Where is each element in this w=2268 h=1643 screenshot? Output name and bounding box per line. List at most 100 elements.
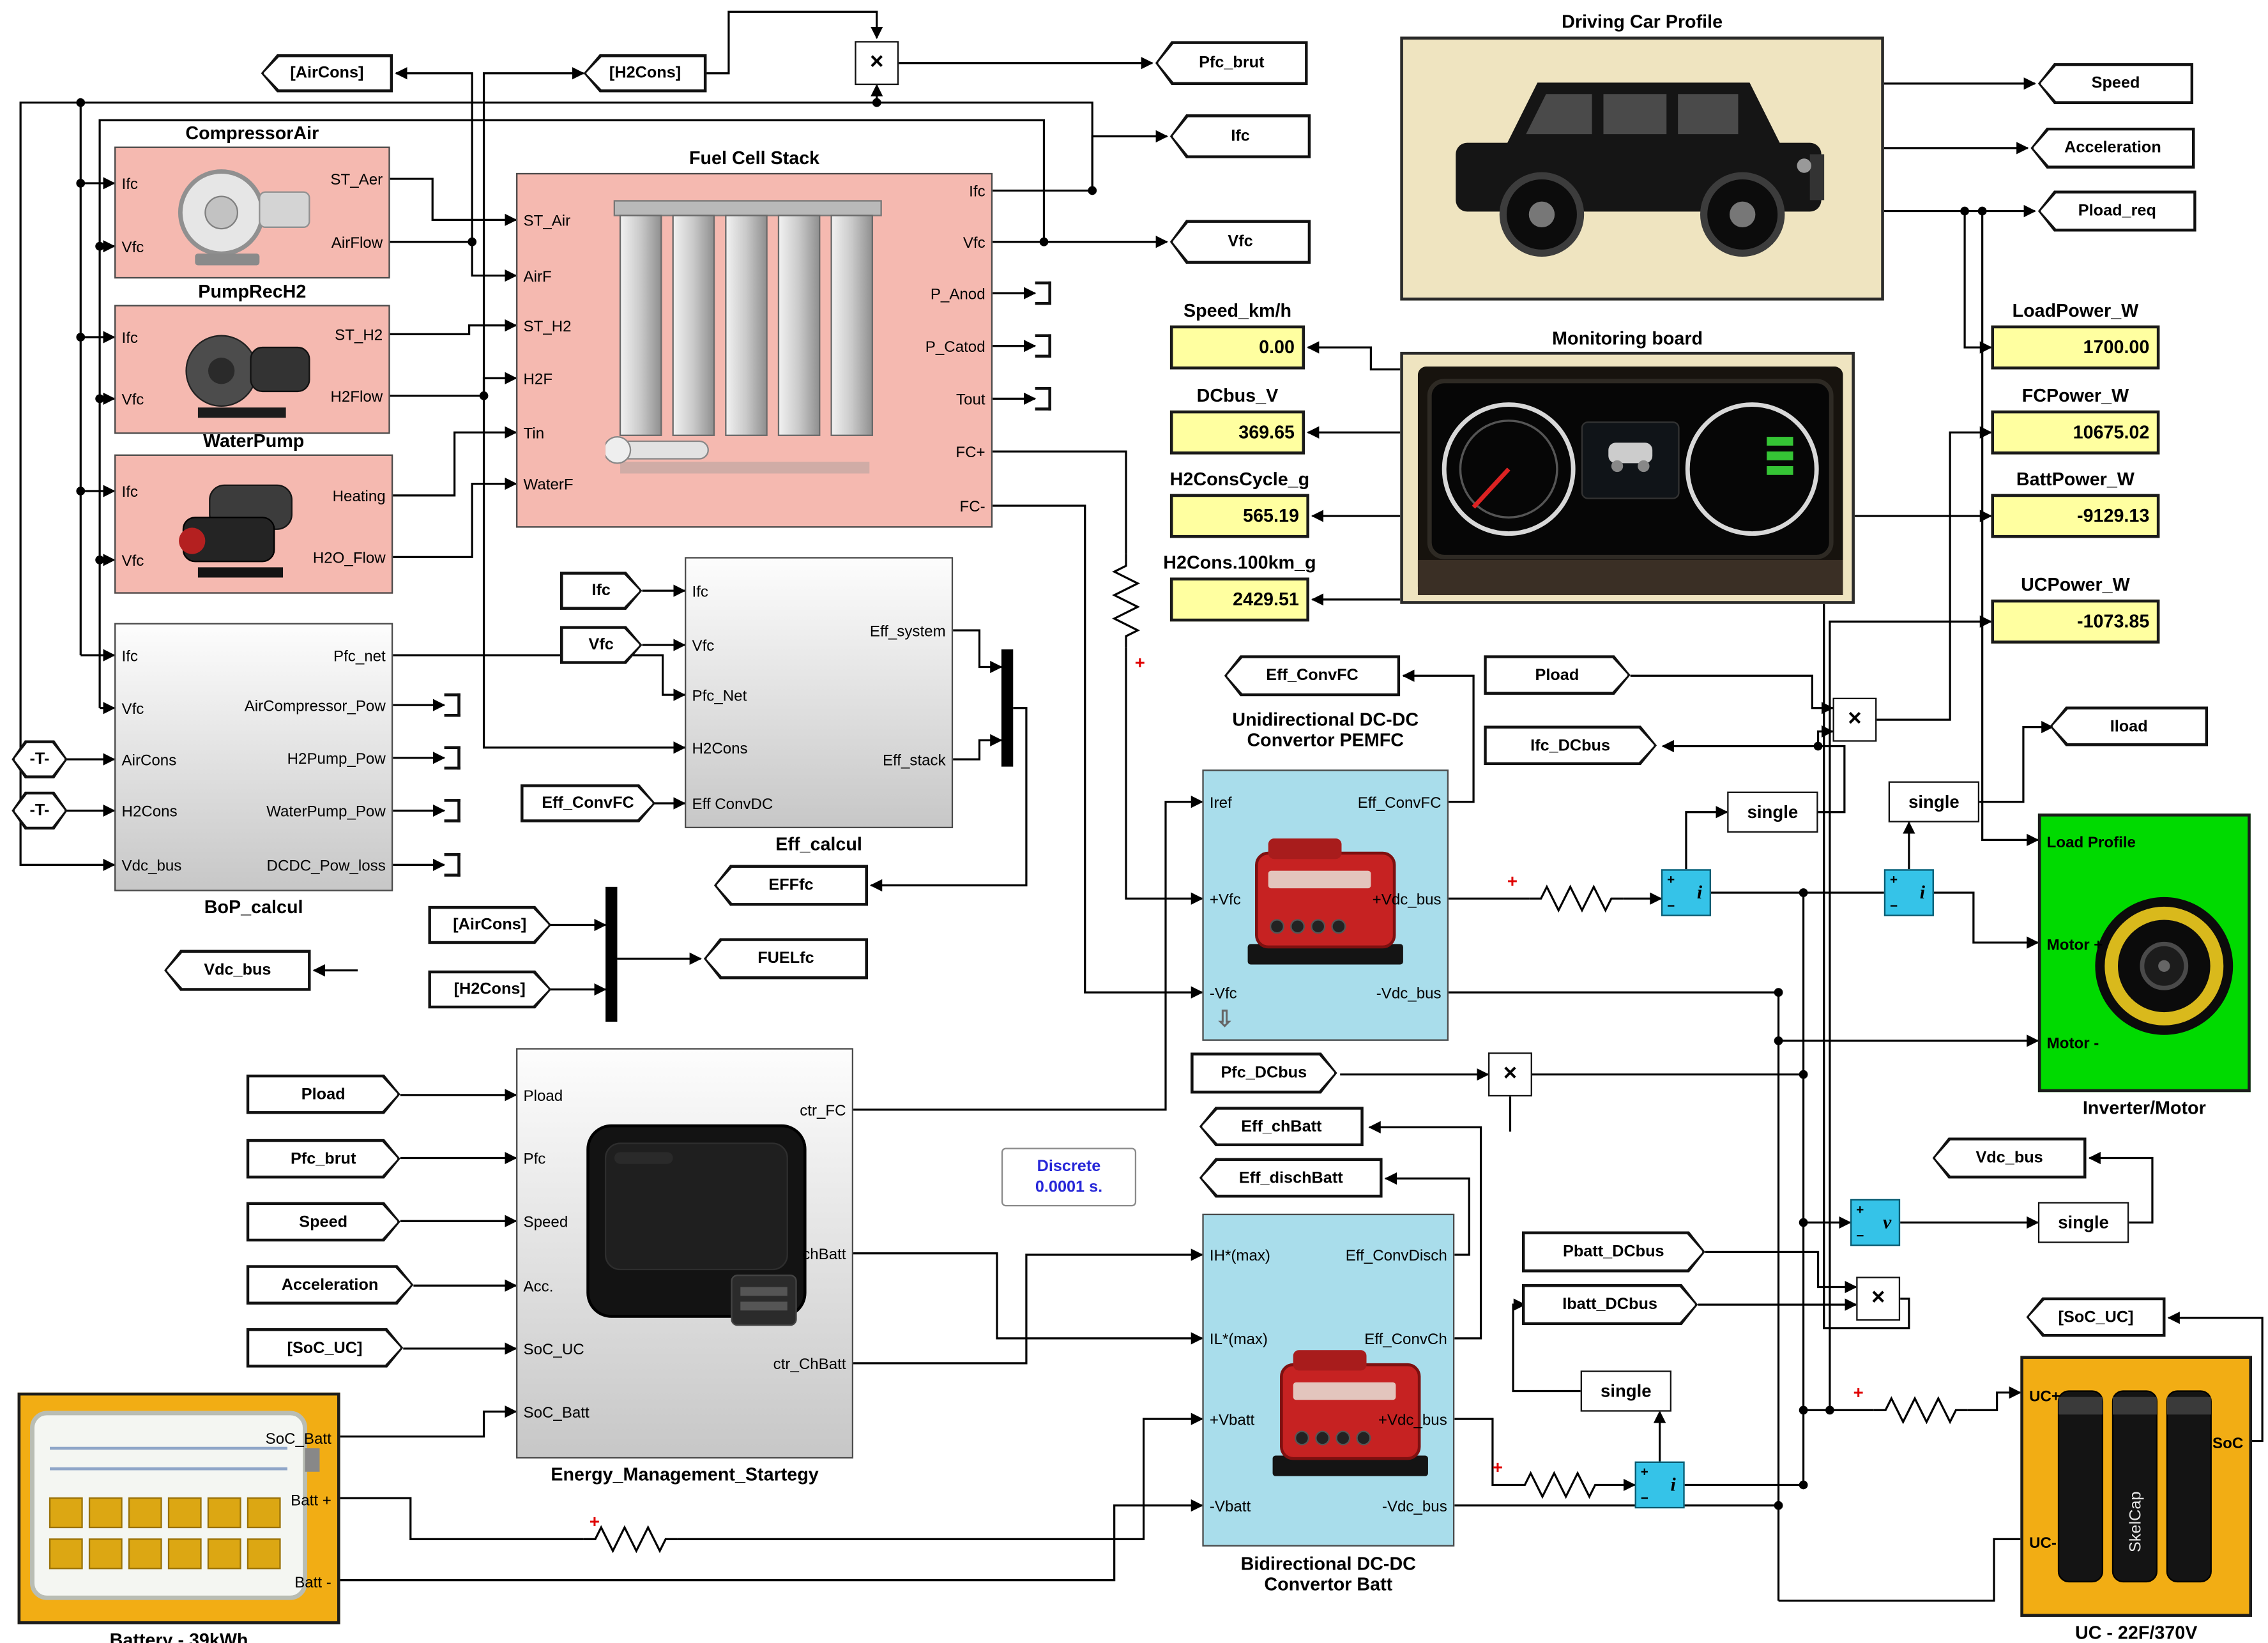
terminator-waterpump-pow[interactable] — [444, 799, 460, 822]
block-driving-car-profile[interactable] — [1400, 36, 1884, 301]
tag-label: [SoC_UC] — [248, 1330, 400, 1365]
current-measurement-block-2[interactable]: +−i — [1884, 869, 1934, 916]
block-pump-rec-h2[interactable]: Ifc Vfc ST_H2 H2Flow — [114, 305, 390, 434]
from-pbatt-dcbus[interactable]: Pbatt_DCbus — [1522, 1231, 1705, 1272]
goto-aircons-top[interactable]: [AirCons] — [261, 54, 393, 93]
port-vfc: Vfc — [121, 391, 144, 409]
block-fuel-cell-stack[interactable]: ST_Air AirF ST_H2 H2F Tin WaterF Ifc Vfc… — [516, 172, 993, 528]
block-uni-dcdc-convertor[interactable]: Iref +Vfc -Vfc Eff_ConvFC +Vdc_bus -Vdc_… — [1202, 769, 1449, 1041]
block-battery[interactable]: SoC_Batt Batt + Batt - — [17, 1392, 340, 1624]
block-bi-dcdc-convertor[interactable]: IH*(max) IL*(max) +Vbatt -Vbatt Eff_Conv… — [1202, 1213, 1455, 1547]
terminator-p-anod[interactable] — [1035, 281, 1051, 305]
block-compressor-air[interactable]: Ifc Vfc ST_Aer AirFlow — [114, 146, 390, 279]
port-ifc: Ifc — [121, 647, 139, 666]
product-block-pfc-dcbus[interactable]: × — [1488, 1052, 1532, 1097]
block-energy-management[interactable]: Pload Pfc Speed Acc. SoC_UC SoC_Batt ctr… — [516, 1048, 854, 1459]
display-battpower[interactable]: -9129.13 — [1991, 494, 2160, 538]
port-batt-plus: Batt + — [291, 1492, 331, 1510]
terminator-h2pump-pow[interactable] — [444, 746, 460, 770]
display-h2100[interactable]: 2429.51 — [1169, 577, 1309, 622]
tag-vfc-out[interactable]: Vfc — [1169, 220, 1311, 264]
from-pfc-dcbus[interactable]: Pfc_DCbus — [1191, 1052, 1337, 1093]
goto-soc-uc[interactable]: [SoC_UC] — [2026, 1297, 2166, 1337]
block-label-bop-calcul: BoP_calcul — [204, 897, 303, 918]
from-ibatt-dcbus[interactable]: Ibatt_DCbus — [1522, 1284, 1698, 1325]
port-h2cons: H2Cons — [121, 803, 178, 821]
current-measurement-block-1[interactable]: +−i — [1661, 869, 1711, 916]
tag-ifc-out[interactable]: Ifc — [1169, 114, 1311, 158]
tag-pload-req-out[interactable]: Pload_req — [2037, 190, 2196, 232]
display-h2cycle[interactable]: 565.19 — [1169, 494, 1309, 538]
display-loadpower[interactable]: 1700.00 — [1991, 325, 2160, 370]
block-eff-calcul[interactable]: Ifc Vfc Pfc_Net H2Cons Eff ConvDC Eff_sy… — [685, 557, 954, 829]
display-speed[interactable]: 0.00 — [1169, 325, 1305, 370]
uni-converter-image — [1247, 838, 1403, 965]
from-pload-right[interactable]: Pload — [1484, 655, 1631, 695]
from-pload-ems[interactable]: Pload — [247, 1075, 400, 1114]
block-inverter-motor[interactable]: Load Profile Motor + Motor - — [2037, 814, 2251, 1093]
from-soc-uc-ems[interactable]: [SoC_UC] — [247, 1328, 404, 1368]
goto-fuelfc[interactable]: FUELfc — [703, 938, 868, 980]
from-eff-convfc[interactable]: Eff_ConvFC — [521, 784, 655, 822]
goto-vdc-bus-left[interactable]: Vdc_bus — [164, 950, 311, 991]
from-aircons-2[interactable]: [AirCons] — [428, 906, 551, 944]
goto-eff-convfc[interactable]: Eff_ConvFC — [1224, 655, 1401, 697]
from-vfc-eff[interactable]: Vfc — [560, 626, 643, 664]
single-block-4[interactable]: single — [1580, 1370, 1671, 1412]
display-dcbus[interactable]: 369.65 — [1169, 410, 1305, 455]
single-block-3[interactable]: single — [2037, 1202, 2129, 1243]
terminator-aircompressor-pow[interactable] — [444, 693, 460, 717]
tag-label: Pload_req — [2040, 193, 2195, 230]
mux-eff[interactable] — [1001, 649, 1014, 767]
block-ultracapacitor[interactable]: SkelCap UC+ UC- SoC — [2020, 1356, 2253, 1617]
tag-label: Vfc — [563, 628, 640, 662]
voltage-measurement-block[interactable]: +−v — [1850, 1199, 1901, 1246]
terminator-dcdc-pow-loss[interactable] — [444, 853, 460, 877]
current-measurement-block-3[interactable]: +−i — [1634, 1461, 1685, 1509]
port-h2f: H2F — [523, 370, 553, 389]
display-fcpower[interactable]: 10675.02 — [1991, 410, 2160, 455]
tag-speed-out[interactable]: Speed — [2037, 63, 2194, 104]
port-h2pump-pow: H2Pump_Pow — [287, 750, 386, 768]
terminator-tout[interactable] — [1035, 387, 1051, 411]
block-water-pump[interactable]: Ifc Vfc Heating H2O_Flow — [114, 454, 393, 594]
port-p-anod: P_Anod — [930, 285, 986, 304]
product-block-battpower[interactable]: × — [1856, 1276, 1901, 1321]
product-block-pfc-brut[interactable]: × — [855, 41, 899, 86]
single-block-2[interactable]: single — [1888, 781, 1980, 822]
goto-vdc-bus-right[interactable]: Vdc_bus — [1932, 1137, 2087, 1179]
terminator-p-catod[interactable] — [1035, 334, 1051, 358]
port-plus-vbatt: +Vbatt — [1209, 1411, 1255, 1430]
port-iref: Iref — [1209, 794, 1232, 812]
goto-eff-chbatt[interactable]: Eff_chBatt — [1199, 1107, 1364, 1147]
motor-wheel-image — [2095, 897, 2234, 1035]
from-pfc-brut-ems[interactable]: Pfc_brut — [247, 1139, 400, 1179]
tag-acceleration-out[interactable]: Acceleration — [2030, 127, 2195, 169]
port-st-aer: ST_Aer — [330, 171, 383, 190]
from-ifc-eff[interactable]: Ifc — [560, 572, 643, 610]
single-block-1[interactable]: single — [1727, 791, 1818, 833]
goto-eff-dischbatt[interactable]: Eff_dischBatt — [1199, 1158, 1383, 1198]
port-tout: Tout — [956, 391, 986, 409]
mux-fuel[interactable] — [605, 886, 618, 1022]
product-block-fcpower[interactable]: × — [1832, 697, 1877, 742]
block-monitoring-board[interactable] — [1400, 351, 1855, 604]
tag-label: Pbatt_DCbus — [1524, 1234, 1703, 1270]
from-h2cons-2[interactable]: [H2Cons] — [428, 971, 551, 1009]
discrete-solver-block[interactable]: Discrete 0.0001 s. — [1001, 1147, 1137, 1207]
from-speed-ems[interactable]: Speed — [247, 1202, 400, 1241]
port-eff-stack: Eff_stack — [882, 752, 946, 770]
goto-iload[interactable]: Iload — [2050, 706, 2209, 746]
goto-ifc-dcbus[interactable]: Ifc_DCbus — [1484, 725, 1657, 765]
port-vfc: Vfc — [692, 637, 715, 656]
goto-h2cons-top[interactable]: [H2Cons] — [583, 54, 707, 93]
tag-minus-t-2[interactable]: -T- — [11, 792, 67, 830]
block-bop-calcul[interactable]: Ifc Vfc AirCons H2Cons Vdc_bus Pfc_net A… — [114, 623, 393, 891]
from-acceleration-ems[interactable]: Acceleration — [247, 1265, 414, 1305]
tag-label: Vdc_bus — [1935, 1140, 2084, 1177]
display-ucpower[interactable]: -1073.85 — [1991, 599, 2160, 644]
tag-minus-t-1[interactable]: -T- — [11, 740, 67, 778]
goto-efffc[interactable]: EFFfc — [713, 865, 868, 906]
tag-pfc-brut-out[interactable]: Pfc_brut — [1155, 41, 1308, 86]
